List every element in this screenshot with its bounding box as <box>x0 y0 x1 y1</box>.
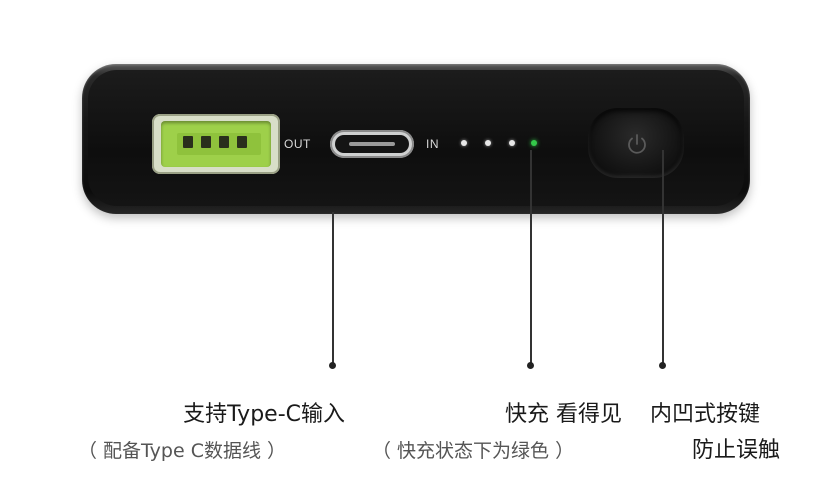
usb-c-port <box>330 130 414 158</box>
led-caption-subtitle: （ 快充状态下为绿色 ） <box>372 440 575 462</box>
leader-line-usb-c <box>332 212 334 364</box>
power-icon <box>628 134 646 154</box>
led-indicator-4-green <box>531 140 537 146</box>
usb-a-pin <box>237 136 247 148</box>
usb-c-caption-title: 支持Type-C输入 <box>183 402 345 427</box>
usb-c-caption-subtitle: （ 配备Type C数据线 ） <box>78 440 287 462</box>
led-indicator-2 <box>485 140 491 146</box>
out-label: OUT <box>284 137 311 151</box>
usb-a-port <box>152 114 280 174</box>
in-label: IN <box>426 137 439 151</box>
leader-dot-led <box>527 362 534 369</box>
power-bank: OUT IN <box>82 64 750 214</box>
leader-dot-usb-c <box>329 362 336 369</box>
led-indicator-3 <box>509 140 515 146</box>
usb-c-tongue <box>349 142 395 146</box>
leader-dot-button <box>659 362 666 369</box>
device-face: OUT IN <box>88 70 744 206</box>
power-button[interactable] <box>588 108 684 178</box>
leader-line-led <box>530 150 532 364</box>
led-indicator-1 <box>461 140 467 146</box>
usb-a-pin <box>201 136 211 148</box>
usb-a-pin <box>219 136 229 148</box>
usb-a-insert <box>161 121 271 167</box>
leader-line-button <box>662 150 664 364</box>
button-caption-subtitle: 防止误触 <box>692 438 781 463</box>
button-caption-title: 内凹式按键 <box>650 402 761 427</box>
led-caption-title: 快充 看得见 <box>505 402 622 427</box>
usb-c-inner <box>335 135 409 153</box>
usb-a-pin <box>183 136 193 148</box>
